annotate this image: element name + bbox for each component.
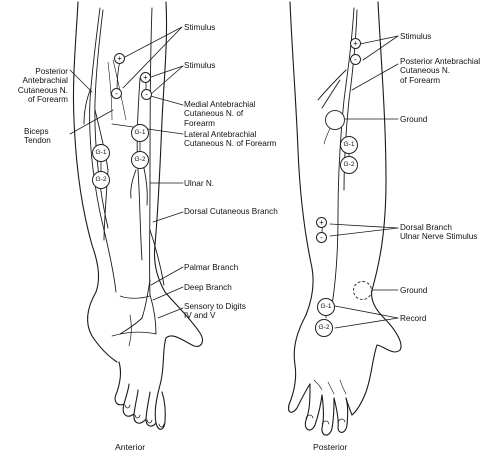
anterior-leader-lines [69, 26, 184, 319]
label-ulnar-nerve: Ulnar N. [184, 179, 215, 188]
anterior-arm-outline [72, 1, 203, 430]
posterior-g2-upper: G-2 [340, 156, 358, 174]
anterior-left-g1: G-1 [92, 144, 110, 162]
caption-anterior: Anterior [115, 442, 146, 452]
label-dorsal-branch-stimulus: Dorsal Branch Ulnar Nerve Stimulus [400, 223, 478, 242]
posterior-arm-outline [288, 1, 402, 436]
label-anterior-stimulus-1: Stimulus [184, 23, 216, 32]
label-anterior-stimulus-2: Stimulus [184, 61, 216, 70]
label-posterior-stimulus: Stimulus [400, 32, 432, 41]
label-biceps-tendon: Biceps Tendon [24, 127, 51, 146]
label-lateral-antebrachial: Lateral Antebrachial Cutaneous N. of For… [184, 130, 277, 149]
anterior-stimulus-2-minus: - [141, 89, 152, 100]
label-posterior-antebrachial-anterior: Posterior Antebrachial Cutaneous N. of F… [17, 67, 68, 105]
label-medial-antebrachial: Medial Antebrachial Cutaneous N. of Fore… [184, 100, 256, 128]
label-posterior-ground-1: Ground [400, 115, 428, 124]
label-palmar-branch: Palmar Branch [184, 263, 239, 272]
posterior-dorsal-branch-plus: + [316, 217, 327, 228]
label-posterior-antebrachial-posterior: Posterior Antebrachial Cutaneous N. of F… [400, 57, 481, 85]
anterior-nerves [83, 7, 165, 335]
posterior-record-g1: G-1 [317, 298, 335, 316]
anterior-right-g2: G-2 [131, 151, 149, 169]
posterior-stimulus-plus: + [350, 38, 361, 49]
posterior-ground-electrode [325, 110, 345, 130]
posterior-dorsal-branch-minus: - [316, 232, 327, 243]
anterior-stimulus-2-plus: + [140, 72, 151, 83]
posterior-record-g2: G-2 [315, 319, 333, 337]
label-deep-branch: Deep Branch [184, 283, 232, 292]
anterior-stimulus-1-plus: + [114, 53, 125, 64]
anterior-right-g1: G-1 [131, 124, 149, 142]
posterior-g1-upper: G-1 [340, 136, 358, 154]
posterior-ground-electrode-dashed [353, 281, 372, 300]
label-dorsal-cutaneous-branch: Dorsal Cutaneous Branch [184, 207, 278, 216]
posterior-leader-lines [329, 35, 399, 329]
label-sensory-to-digits: Sensory to Digits IV and V [184, 302, 246, 321]
label-record: Record [400, 314, 427, 323]
anterior-stimulus-1-minus: - [111, 88, 122, 99]
posterior-stimulus-minus: - [350, 54, 361, 65]
caption-posterior: Posterior [313, 442, 348, 452]
anterior-left-g2: G-2 [92, 171, 110, 189]
label-posterior-ground-2: Ground [400, 286, 428, 295]
